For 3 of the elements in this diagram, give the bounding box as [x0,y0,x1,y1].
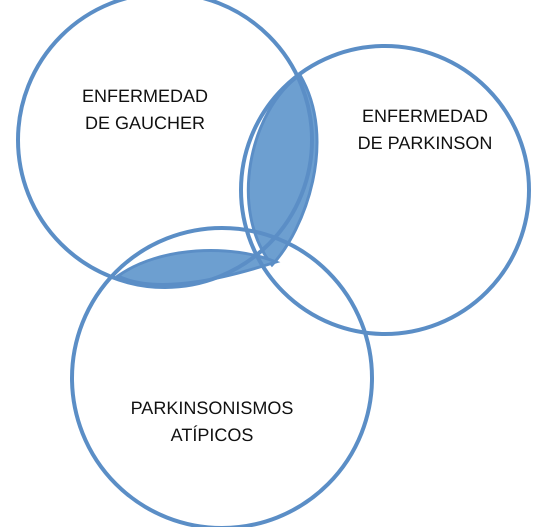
circle-label: PARKINSONISMOS ATÍPICOS [130,397,294,447]
circle-label: ENFERMEDAD DE GAUCHER [80,85,209,135]
circle-label: ENFERMEDAD DE PARKINSON [356,105,494,155]
